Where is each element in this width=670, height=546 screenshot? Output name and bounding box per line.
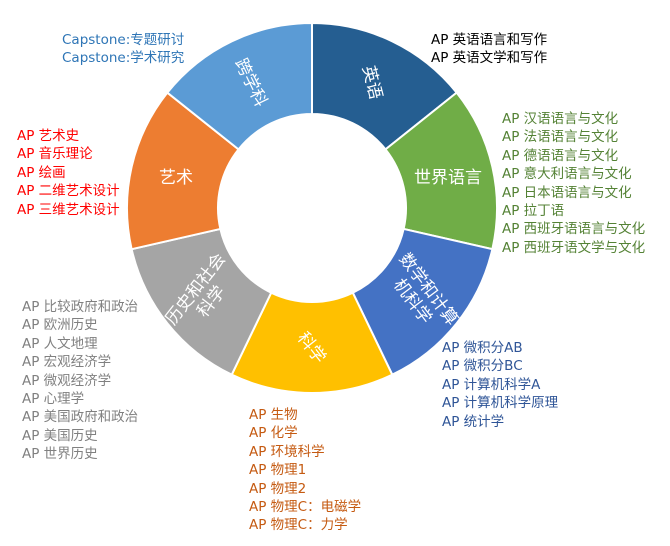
course-item: AP 美国历史 bbox=[22, 427, 98, 444]
course-item: AP 人文地理 bbox=[22, 335, 98, 352]
course-item: AP 三维艺术设计 bbox=[17, 201, 120, 218]
course-item: AP 汉语语言与文化 bbox=[502, 111, 619, 127]
segment-interdisciplinary bbox=[165, 21, 313, 151]
course-item: AP 计算机科学A bbox=[442, 376, 541, 393]
course-item: AP 生物 bbox=[249, 407, 298, 423]
course-item: AP 美国政府和政治 bbox=[22, 409, 139, 426]
segment-label-arts: 艺术 bbox=[159, 168, 193, 188]
course-item: AP 物理1 bbox=[249, 462, 307, 479]
course-item: AP 英语语言和写作 bbox=[431, 32, 548, 48]
course-item: AP 英语文学和写作 bbox=[431, 50, 548, 67]
course-item: AP 环境科学 bbox=[249, 443, 325, 460]
course-item: AP 音乐理论 bbox=[17, 146, 93, 163]
interdisciplinary-course-list: Capstone:专题研讨 Capstone:学术研究 bbox=[62, 31, 184, 68]
course-item: AP 德语语言与文化 bbox=[502, 147, 619, 164]
course-item: AP 物理C：电磁学 bbox=[249, 499, 362, 516]
course-item: AP 世界历史 bbox=[22, 446, 98, 463]
course-item: AP 化学 bbox=[249, 425, 298, 442]
course-item: AP 日本语语言与文化 bbox=[502, 184, 632, 201]
course-item: AP 拉丁语 bbox=[502, 203, 565, 220]
english-course-list: AP 英语语言和写作 AP 英语文学和写作 bbox=[431, 31, 547, 68]
course-item: AP 二维艺术设计 bbox=[17, 183, 120, 200]
course-item: AP 意大利语言与文化 bbox=[502, 166, 632, 183]
course-item: AP 西班牙语文学与文化 bbox=[502, 239, 646, 256]
course-item: Capstone:专题研讨 bbox=[62, 32, 185, 48]
course-item: AP 法语语言与文化 bbox=[502, 129, 619, 146]
course-item: AP 比较政府和政治 bbox=[22, 299, 139, 315]
course-item: AP 物理2 bbox=[249, 480, 307, 497]
course-item: Capstone:学术研究 bbox=[62, 50, 185, 67]
course-item: AP 欧洲历史 bbox=[22, 317, 98, 334]
course-item: AP 微积分BC bbox=[442, 358, 523, 375]
course-item: AP 计算机科学原理 bbox=[442, 395, 559, 412]
segment-label-world-languages: 世界语言 bbox=[414, 168, 482, 188]
course-item: AP 绘画 bbox=[17, 164, 66, 181]
course-item: AP 心理学 bbox=[22, 391, 85, 408]
course-item: AP 艺术史 bbox=[17, 128, 80, 144]
course-item: AP 宏观经济学 bbox=[22, 354, 112, 371]
course-item: AP 统计学 bbox=[442, 413, 505, 430]
course-item: AP 物理C：力学 bbox=[249, 517, 348, 534]
course-item: AP 西班牙语语言与文化 bbox=[502, 221, 646, 238]
course-item: AP 微积分AB bbox=[442, 340, 523, 356]
course-item: AP 微观经济学 bbox=[22, 372, 112, 389]
